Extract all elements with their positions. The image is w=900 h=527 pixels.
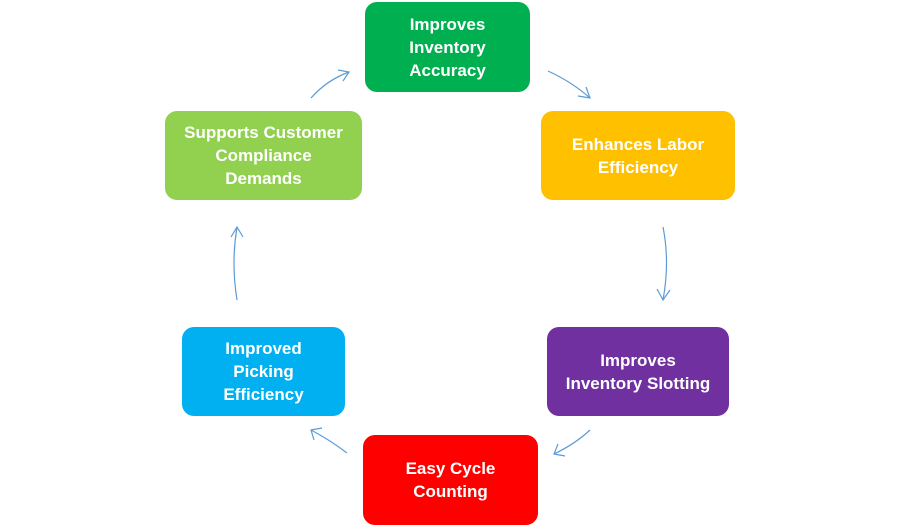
node-easy-cycle-counting: Easy Cycle Counting bbox=[363, 435, 538, 525]
arrow-picking-to-compliance bbox=[230, 225, 244, 301]
arrow-cycle-counting-to-picking bbox=[310, 427, 348, 454]
arrow-labor-to-slotting bbox=[656, 226, 671, 302]
arrow-compliance-to-accuracy bbox=[310, 69, 351, 99]
arrow-slotting-to-cycle-counting bbox=[553, 429, 591, 457]
node-improves-inventory-accuracy: Improves Inventory Accuracy bbox=[365, 2, 530, 92]
node-improves-inventory-slotting: Improves Inventory Slotting bbox=[547, 327, 729, 416]
node-supports-customer-compliance-demands: Supports Customer Compliance Demands bbox=[165, 111, 362, 200]
node-improved-picking-efficiency: Improved Picking Efficiency bbox=[182, 327, 345, 416]
arrow-accuracy-to-labor bbox=[547, 70, 591, 99]
node-enhances-labor-efficiency: Enhances Labor Efficiency bbox=[541, 111, 735, 200]
